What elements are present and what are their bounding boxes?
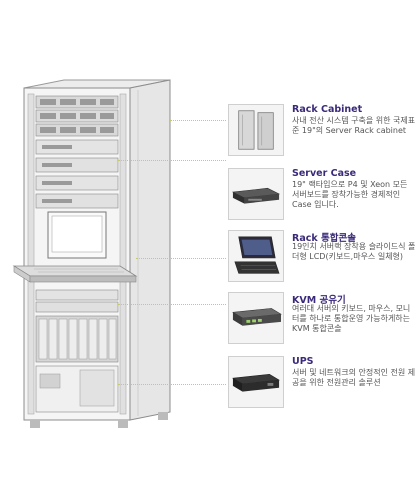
connector-line bbox=[118, 304, 226, 305]
kvm-switch-icon bbox=[228, 292, 284, 344]
product-item-ups[interactable]: UPS 서버 및 네트워크의 안정적인 전원 제공을 위한 전원관리 솔루션 bbox=[228, 356, 416, 412]
product-title: KVM 공유기 bbox=[292, 295, 346, 306]
product-title: Rack Cabinet bbox=[292, 104, 363, 115]
connector-line bbox=[118, 160, 226, 161]
ups-icon bbox=[228, 356, 284, 408]
connector-line bbox=[118, 384, 226, 385]
product-item-server-case[interactable]: Server Case 19" 랙타입으로 P4 및 Xeon 모든 서버보드를… bbox=[228, 168, 414, 224]
rack-cabinet-icon bbox=[228, 104, 284, 156]
product-description: 서버 및 네트워크의 안정적인 전원 제공을 위한 전원관리 솔루션 bbox=[292, 368, 416, 387]
connector-line bbox=[136, 258, 226, 259]
product-title: Rack 통합콘솔 bbox=[292, 233, 356, 244]
product-description: 여러대 서버의 키보드, 마우스, 모니터를 하나로 통합운영 가능하게하는 K… bbox=[292, 304, 411, 333]
connector-line bbox=[170, 120, 226, 121]
product-description: 19" 랙타입으로 P4 및 Xeon 모든 서버보드를 장착가능한 경제적인 … bbox=[292, 180, 408, 209]
product-title: Server Case bbox=[292, 168, 357, 179]
product-description: 19인치 서버랙 장착용 슬라이드식 폴더형 LCD(키보드,마우스 일체형) bbox=[292, 242, 416, 261]
rack-illustration bbox=[12, 79, 171, 428]
rack-console-icon bbox=[228, 230, 284, 282]
product-item-kvm-switch[interactable]: KVM 공유기 여러대 서버의 키보드, 마우스, 모니터를 하나로 통합운영 … bbox=[228, 292, 414, 348]
product-description: 사내 전산 시스템 구축을 위한 국제표준 19"의 Server Rack c… bbox=[292, 116, 416, 135]
product-item-rack-console[interactable]: Rack 통합콘솔 19인치 서버랙 장착용 슬라이드식 폴더형 LCD(키보드… bbox=[228, 230, 416, 286]
product-item-rack-cabinet[interactable]: Rack Cabinet 사내 전산 시스템 구축을 위한 국제표준 19"의 … bbox=[228, 104, 416, 160]
server-case-icon bbox=[228, 168, 284, 220]
product-title: UPS bbox=[292, 356, 314, 367]
